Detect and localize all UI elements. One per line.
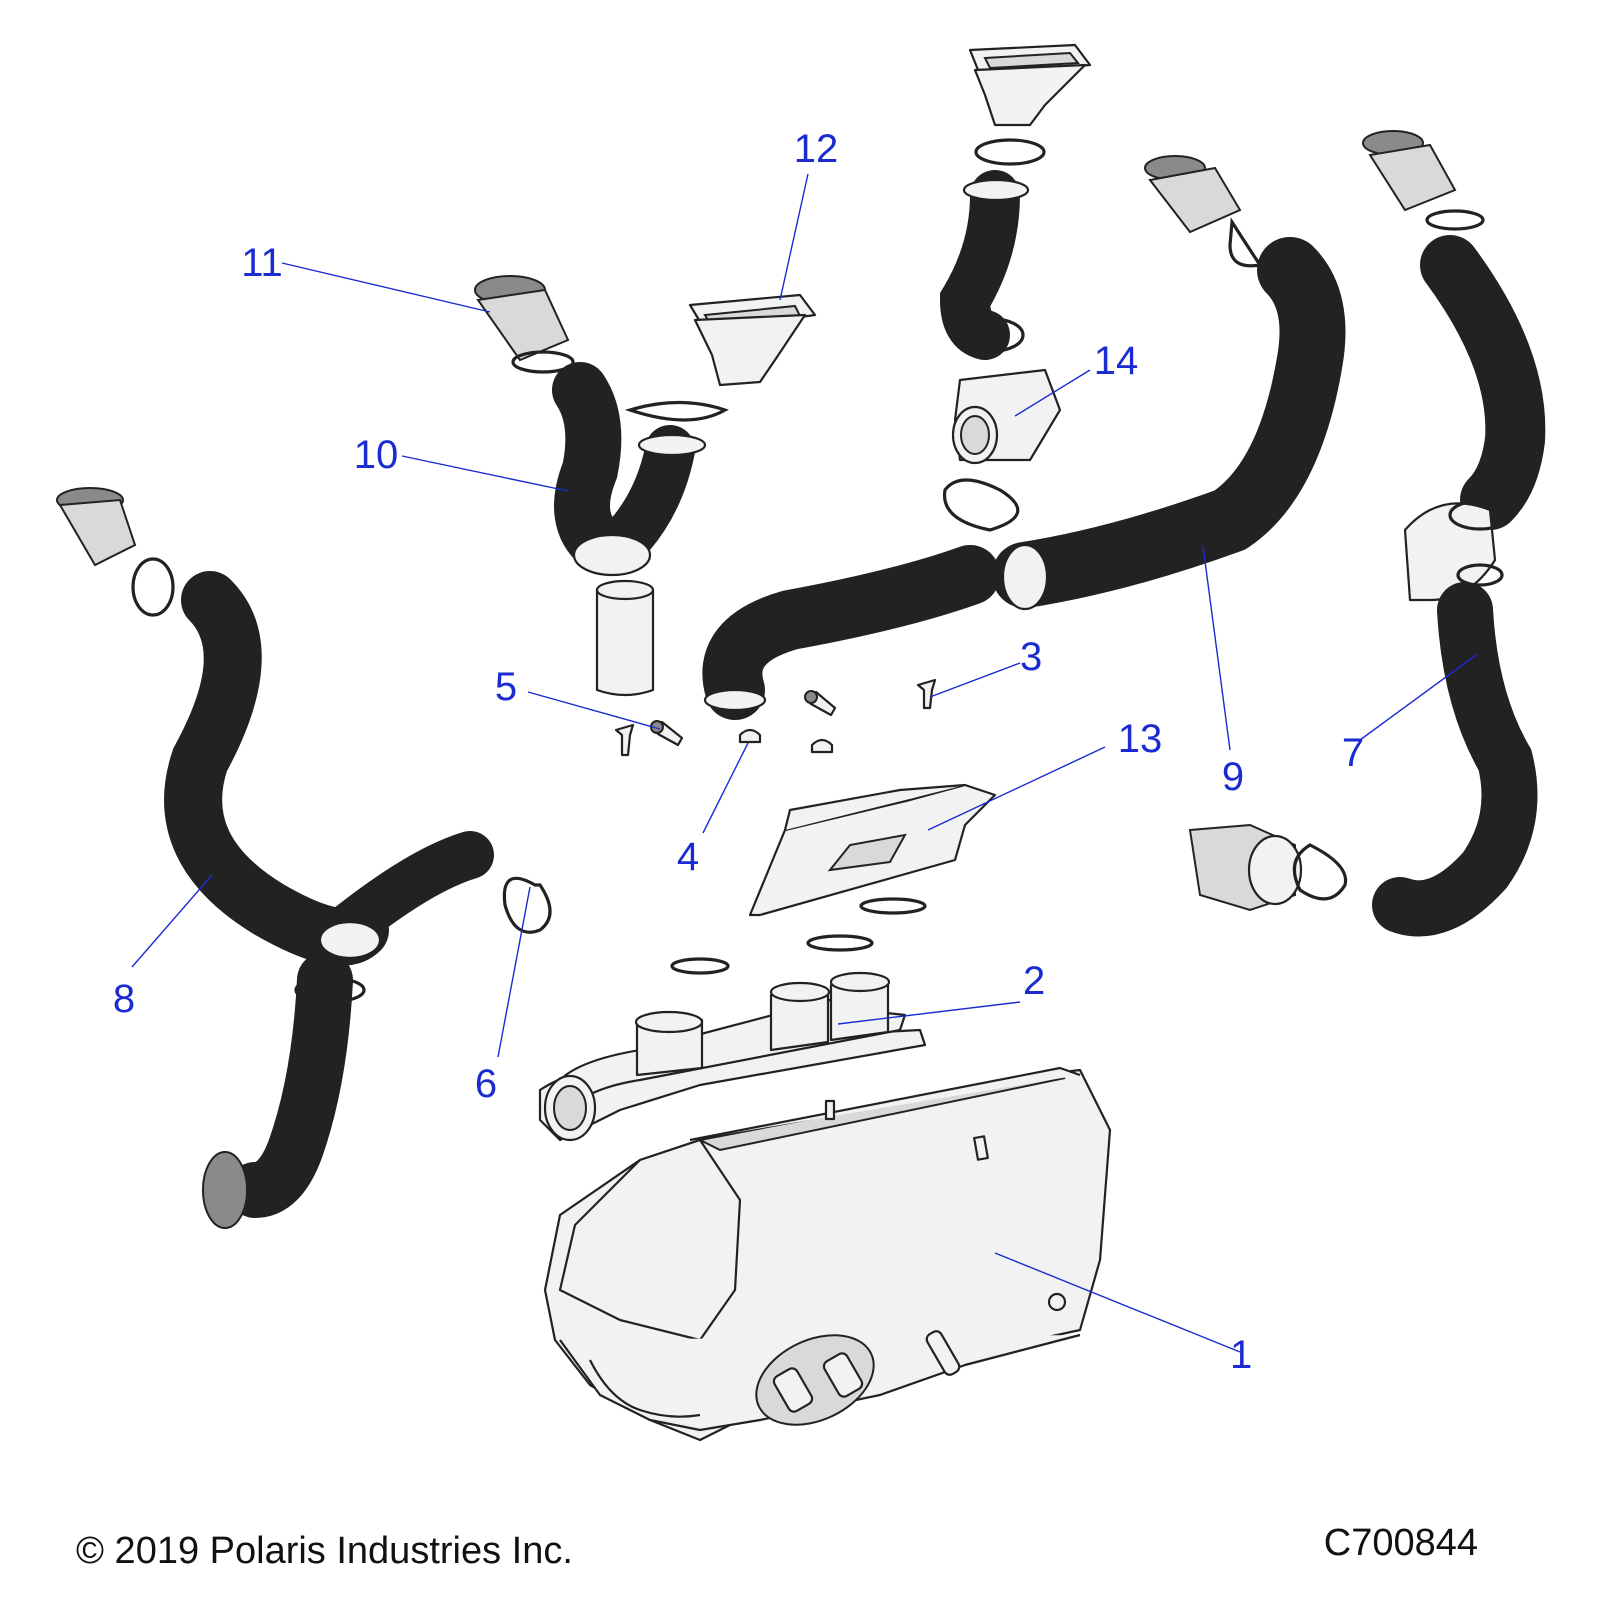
leader-8 bbox=[131, 874, 213, 968]
part-7-right-hose bbox=[1188, 130, 1546, 937]
part-10-y-hose bbox=[552, 362, 729, 697]
callout-13: 13 bbox=[1118, 717, 1163, 761]
leader-11 bbox=[281, 262, 491, 313]
part-6-clamp bbox=[502, 876, 552, 934]
leader-9 bbox=[1202, 545, 1231, 751]
part-11-boot bbox=[474, 275, 575, 374]
leader-3 bbox=[929, 662, 1021, 698]
part-2-manifold bbox=[538, 971, 927, 1142]
leader-12 bbox=[779, 173, 809, 301]
callout-4: 4 bbox=[677, 835, 699, 879]
part-9-hose bbox=[702, 155, 1346, 720]
leader-14 bbox=[1014, 369, 1091, 417]
part-1-housing bbox=[543, 1066, 1112, 1442]
leader-7 bbox=[1359, 654, 1477, 741]
copyright-notice: © 2019 Polaris Industries Inc. bbox=[76, 1530, 573, 1572]
leader-6 bbox=[497, 886, 531, 1058]
leader-2 bbox=[837, 1001, 1021, 1025]
callout-5: 5 bbox=[495, 665, 517, 709]
callout-1: 1 bbox=[1230, 1333, 1252, 1377]
callout-2: 2 bbox=[1023, 959, 1045, 1003]
callout-14: 14 bbox=[1094, 339, 1139, 383]
callout-11: 11 bbox=[241, 241, 283, 285]
callout-6: 6 bbox=[475, 1062, 497, 1106]
callout-8: 8 bbox=[113, 977, 135, 1021]
part-5-bolts bbox=[650, 690, 837, 747]
callout-3: 3 bbox=[1020, 635, 1042, 679]
callout-10: 10 bbox=[354, 433, 399, 477]
callout-numbers: 1 2 3 4 5 6 7 8 9 10 11 12 13 14 bbox=[113, 127, 1364, 1377]
top-vent-column bbox=[939, 43, 1092, 360]
leader-1 bbox=[994, 1252, 1241, 1353]
callout-12: 12 bbox=[794, 127, 839, 171]
leader-5 bbox=[527, 691, 661, 730]
leader-lines bbox=[131, 173, 1477, 1353]
callout-7: 7 bbox=[1342, 731, 1364, 775]
leader-10 bbox=[401, 455, 569, 492]
part-13-bracket bbox=[748, 783, 997, 917]
manifold-clamps bbox=[670, 897, 927, 975]
part-4-nuts bbox=[738, 728, 834, 754]
part-12-vent bbox=[688, 293, 817, 387]
part-3-screws bbox=[614, 678, 937, 757]
leader-13 bbox=[927, 746, 1106, 831]
leader-4 bbox=[702, 742, 749, 834]
callout-9: 9 bbox=[1222, 755, 1244, 799]
drawing-number: C700844 bbox=[1323, 1522, 1478, 1564]
part-8-left-y-hose bbox=[56, 487, 494, 1229]
part-14-tee-fitting bbox=[942, 368, 1062, 532]
